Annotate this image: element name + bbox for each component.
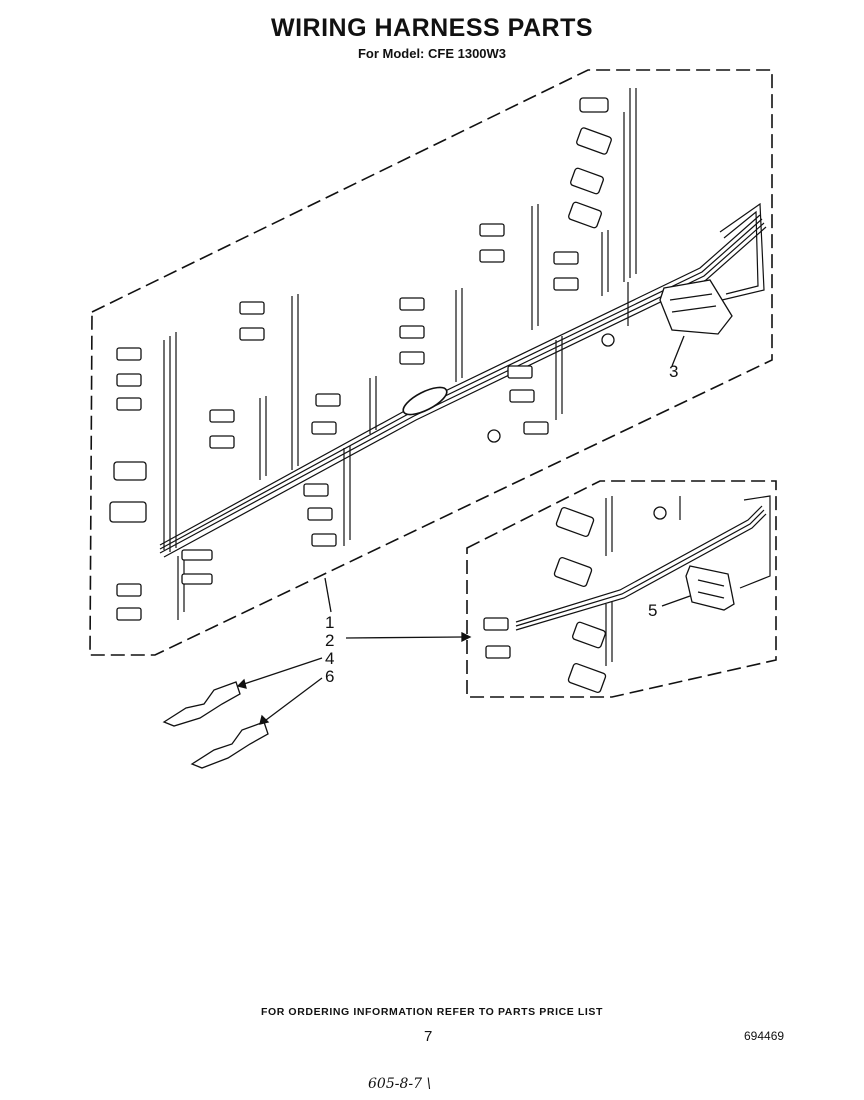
page-title: WIRING HARNESS PARTS (270, 14, 594, 42)
ring-terminal-icon (601, 333, 615, 347)
connector-icon (209, 435, 235, 449)
connector-icon (399, 325, 425, 339)
connector-icon (555, 506, 595, 538)
block-connector-icon (659, 279, 733, 335)
secondary-harness-outline (466, 480, 777, 698)
connector-icon (572, 621, 606, 649)
connector-icon (485, 645, 511, 659)
connector-icon (303, 483, 329, 497)
connector-icon (239, 327, 265, 341)
connector-icon (479, 249, 505, 263)
ring-terminal-icon (653, 506, 667, 520)
connector-icon (579, 97, 609, 113)
connector-icon (209, 409, 235, 423)
connector-icon (113, 461, 147, 481)
page-number: 7 (424, 1028, 433, 1045)
connector-icon (181, 549, 213, 561)
secondary-harness (515, 495, 771, 666)
connector-icon (307, 507, 333, 521)
main-connectors (109, 97, 733, 621)
connector-icon (570, 167, 604, 195)
connector-icon (116, 347, 142, 361)
secondary-connectors (483, 506, 735, 694)
document-number: 694469 (744, 1029, 785, 1043)
connector-icon (553, 556, 593, 588)
connector-icon (576, 127, 612, 155)
callout-2: 2 (325, 631, 334, 650)
handwritten-note: 605-8-7 \ (368, 1076, 432, 1092)
connector-icon (116, 607, 142, 621)
connector-icon (109, 501, 147, 523)
connector-icon (483, 617, 509, 631)
callout-1: 1 (325, 613, 334, 632)
connector-icon (311, 421, 337, 435)
connector-icon (311, 533, 337, 547)
connector-icon (239, 301, 265, 315)
connector-icon (567, 662, 607, 694)
main-harness (159, 88, 767, 620)
callout-3: 3 (669, 362, 678, 381)
ferrite-bead (402, 386, 448, 416)
ordering-note: FOR ORDERING INFORMATION REFER TO PARTS … (260, 1006, 604, 1018)
connector-icon (479, 223, 505, 237)
connector-icon (315, 393, 341, 407)
leader-lines (236, 335, 691, 725)
connector-icon (399, 297, 425, 311)
connector-icon (116, 397, 142, 411)
block-connector-icon (685, 565, 735, 611)
connector-icon (399, 351, 425, 365)
connector-icon (116, 583, 142, 597)
connector-icon (507, 365, 533, 379)
terminal-pin-icon (190, 721, 269, 769)
connector-icon (509, 389, 535, 403)
main-harness-outline (89, 69, 773, 656)
model-subtitle: For Model: CFE 1300W3 (357, 46, 507, 61)
connector-icon (553, 277, 579, 291)
connector-icon (568, 201, 602, 229)
connector-icon (523, 421, 549, 435)
callout-5: 5 (648, 601, 657, 620)
connector-icon (553, 251, 579, 265)
terminal-pin-icon (162, 681, 241, 727)
connector-icon (116, 373, 142, 387)
connector-icon (181, 573, 213, 585)
callout-4: 4 (325, 649, 334, 668)
loose-terminals (162, 681, 269, 769)
callout-6: 6 (325, 667, 334, 686)
ring-terminal-icon (487, 429, 501, 443)
